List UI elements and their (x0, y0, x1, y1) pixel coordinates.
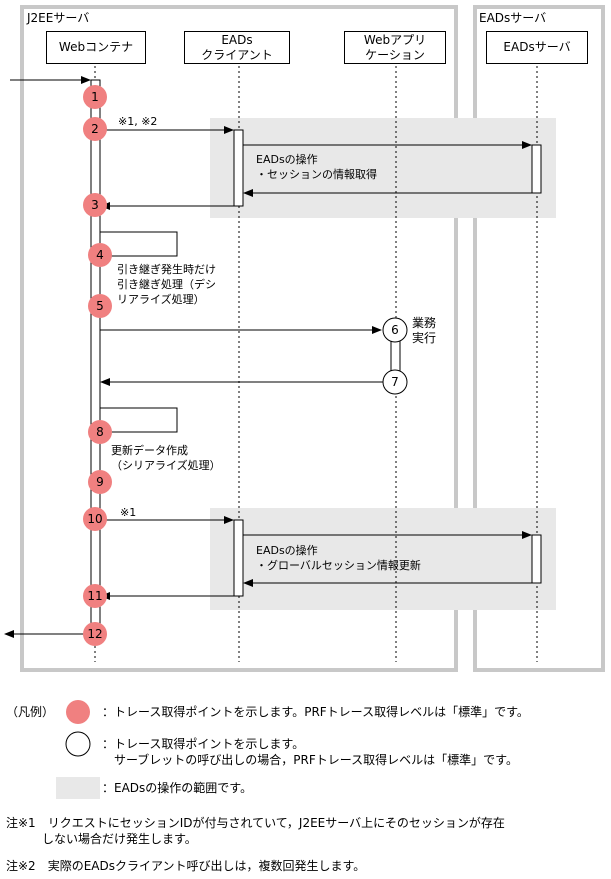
j2ee-server-label: J2EEサーバ (27, 11, 90, 25)
activation-eads-server-2 (531, 534, 542, 584)
trace-point-11: 11 (83, 584, 107, 608)
trace-point-8: 8 (88, 420, 112, 444)
svg-text:6: 6 (391, 323, 399, 337)
svg-text:9: 9 (96, 475, 104, 489)
svg-text:2: 2 (91, 122, 99, 136)
trace-point-9: 9 (88, 470, 112, 494)
note-point-4: 引き継ぎ発生時だけ 引き継ぎ処理（デシ リアライズ処理） (117, 263, 216, 306)
eads-server-frame (473, 5, 605, 672)
msg-self-call-1 (100, 231, 178, 260)
lifeline-box-eads-client: EADs クライアント (184, 31, 290, 64)
trace-point-6: 6 (382, 317, 408, 343)
legend-gray-box (56, 777, 100, 799)
legend-white-circle (65, 731, 91, 757)
lifeline-box-eads-server: EADsサーバ (486, 31, 588, 64)
msg-self-call-2 (100, 407, 178, 436)
svg-text:5: 5 (96, 299, 104, 313)
legend-red-point-text: ：トレース取得ポイントを示します。PRFトレース取得レベルは「標準」です。 (102, 705, 529, 719)
lifeline-box-web-container: Webコンテナ (46, 31, 146, 64)
note-point-2: ※1, ※2 (118, 115, 158, 128)
trace-point-3: 3 (83, 193, 107, 217)
trace-point-5: 5 (88, 294, 112, 318)
activation-eads-client-2 (233, 519, 244, 597)
svg-text:8: 8 (96, 425, 104, 439)
trace-point-7: 7 (382, 369, 408, 395)
legend-title: （凡例） (6, 705, 55, 719)
note-point-8: 更新データ作成 （シリアライズ処理） (111, 444, 221, 472)
legend-red-circle (66, 700, 90, 724)
lifeline-box-web-app: Webアプリ ケーション (344, 31, 446, 64)
footnote-1: 注※1 リクエストにセッションIDが付与されていて，J2EEサーバ上にそのセッシ… (6, 816, 505, 846)
svg-text:12: 12 (87, 627, 102, 641)
svg-text:3: 3 (91, 198, 99, 212)
legend-white-point-text: ：トレース取得ポイントを示します。 サーブレットの呼び出しの場合，PRFトレース… (102, 737, 518, 767)
trace-point-10: 10 (83, 507, 107, 531)
j2ee-server-frame (20, 5, 458, 672)
legend-gray-area-text: ：EADsの操作の範囲です。 (102, 781, 253, 795)
eads-operation-note-2: EADsの操作 ・グローバルセッション情報更新 (256, 544, 421, 572)
trace-point-2: 2 (83, 117, 107, 141)
footnote-2: 注※2 実際のEADsクライアント呼び出しは，複数回発生します。 (6, 859, 366, 873)
trace-point-12: 12 (83, 622, 107, 646)
trace-point-4: 4 (88, 243, 112, 267)
activation-eads-server-1 (531, 144, 542, 194)
eads-server-label: EADsサーバ (479, 11, 547, 25)
eads-operation-note-1: EADsの操作 ・セッションの情報取得 (256, 153, 377, 181)
activation-web-container (90, 79, 101, 636)
trace-point-1: 1 (83, 85, 107, 109)
note-point-6: 業務 実行 (412, 316, 437, 345)
activation-eads-client-1 (233, 129, 244, 207)
svg-text:1: 1 (91, 90, 99, 104)
svg-text:10: 10 (87, 512, 102, 526)
eads-operation-area-1 (210, 118, 556, 218)
svg-text:4: 4 (96, 248, 104, 262)
note-point-10: ※1 (120, 506, 137, 519)
svg-text:11: 11 (87, 589, 102, 603)
eads-operation-area-2 (210, 508, 556, 610)
svg-text:7: 7 (391, 375, 399, 389)
